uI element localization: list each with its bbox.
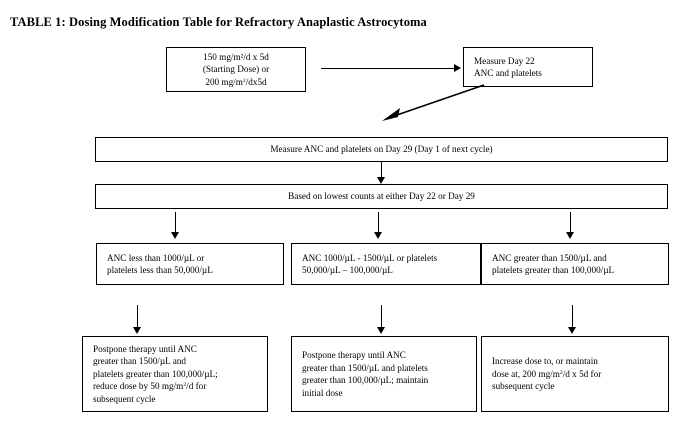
arrow-head [377, 327, 386, 334]
node-criteria-mid: ANC 1000/µL - 1500/µL or platelets 50,00… [291, 243, 481, 285]
node-criteria-low: ANC less than 1000/µL or platelets less … [96, 243, 284, 285]
arrow-lowest-counts-to-criteria-mid [374, 212, 383, 240]
starting-dose-line-2: (Starting Dose) or [202, 64, 270, 75]
arrow-shaft [381, 305, 383, 327]
arrow-shaft [175, 212, 177, 232]
action-low-line-4: reduce dose by 50 mg/m2/d for [83, 380, 267, 393]
action-low-line-3: platelets greater than 100,000/µL; [93, 368, 218, 379]
arrow-starting-dose-to-day22 [321, 64, 461, 73]
action-low-line-5: subsequent cycle [93, 393, 156, 404]
action-mid-line-3: greater than 100,000/µL; maintain [302, 375, 429, 385]
starting-dose-line-3-superscript: 2 [242, 77, 246, 84]
measure-day-29-text: Measure ANC and platelets on Day 29 (Day… [270, 144, 493, 155]
starting-dose-line-3: 200 mg/m2/dx5d [205, 76, 266, 89]
page-title: TABLE 1: Dosing Modification Table for R… [10, 15, 427, 29]
action-mid-line-4: initial dose [302, 387, 343, 398]
criteria-low-line-2: platelets less than 50,000/µL [107, 265, 213, 275]
arrow-shaft [381, 162, 383, 177]
node-starting-dose: 150 mg/m²/d x 5d (Starting Dose) or 200 … [166, 47, 306, 92]
arrow-shaft [378, 212, 380, 232]
starting-dose-line-1: 150 mg/m²/d x 5d [203, 51, 269, 62]
node-action-low: Postpone therapy until ANC greater than … [82, 336, 268, 412]
arrow-lowest-counts-to-criteria-low [171, 212, 180, 240]
arrow-shaft [321, 68, 454, 70]
diagonal-arrow-svg [382, 84, 485, 121]
node-action-high: Increase dose to, or maintain dose at, 2… [481, 336, 669, 412]
action-low-line-4-superscript: 2 [183, 382, 187, 389]
measure-day-22-line-2: ANC and platelets [474, 68, 542, 78]
measure-day-22-line-1: Measure Day 22 [474, 55, 535, 66]
criteria-low-line-1: ANC less than 1000/µL or [107, 252, 205, 263]
arrow-shaft [572, 305, 574, 327]
arrow-head [133, 327, 142, 334]
action-high-line-1: Increase dose to, or maintain [492, 356, 598, 367]
arrow-head [454, 64, 461, 73]
action-high-line-2-suffix: /d x 5d for [562, 368, 602, 379]
node-criteria-high: ANC greater than 1500/µL and platelets g… [481, 243, 669, 285]
arrow-lowest-counts-to-criteria-high [566, 212, 575, 240]
arrow-shaft [570, 212, 572, 232]
action-high-line-2: dose at, 200 mg/m2/d x 5d for [482, 368, 668, 381]
action-high-line-2-superscript: 2 [559, 369, 563, 376]
arrow-criteria-high-to-action-high [568, 305, 577, 335]
arrow-head [377, 177, 386, 184]
action-mid-line-1: Postpone therapy until ANC [302, 350, 406, 360]
arrow-criteria-mid-to-action-mid [377, 305, 386, 335]
arrow-head [566, 232, 575, 239]
action-mid-line-2: greater than 1500/µL and platelets [302, 362, 428, 373]
arrow-day22-to-day29 [380, 84, 485, 122]
action-low-line-1: Postpone therapy until ANC [93, 343, 197, 354]
criteria-mid-line-2: 50,000/µL – 100,000/µL [302, 265, 393, 275]
action-low-line-2: greater than 1500/µL and [93, 356, 186, 367]
criteria-mid-line-1: ANC 1000/µL - 1500/µL or platelets [302, 252, 438, 263]
arrow-day29-to-lowest-counts [377, 162, 386, 184]
action-high-line-2-prefix: dose at, 200 mg/m [492, 368, 560, 379]
node-measure-day-22: Measure Day 22 ANC and platelets [463, 47, 593, 87]
arrow-criteria-low-to-action-low [133, 305, 142, 335]
node-lowest-counts: Based on lowest counts at either Day 22 … [95, 184, 668, 209]
lowest-counts-text: Based on lowest counts at either Day 22 … [288, 191, 475, 202]
arrow-head [171, 232, 180, 239]
action-high-line-3: subsequent cycle [492, 381, 555, 392]
starting-dose-line-3-prefix: 200 mg/m [205, 76, 243, 87]
arrow-head [568, 327, 577, 334]
action-low-line-4-prefix: reduce dose by 50 mg/m [93, 381, 184, 392]
starting-dose-line-3-suffix: /dx5d [245, 76, 267, 87]
node-measure-day-29: Measure ANC and platelets on Day 29 (Day… [95, 137, 668, 162]
node-action-mid: Postpone therapy until ANC greater than … [291, 336, 477, 412]
criteria-high-line-1: ANC greater than 1500/µL and [492, 252, 607, 263]
action-low-line-4-suffix: /d for [186, 381, 207, 392]
arrow-shaft [137, 305, 139, 327]
criteria-high-line-2: platelets greater than 100,000/µL [492, 265, 615, 275]
arrow-head [374, 232, 383, 239]
